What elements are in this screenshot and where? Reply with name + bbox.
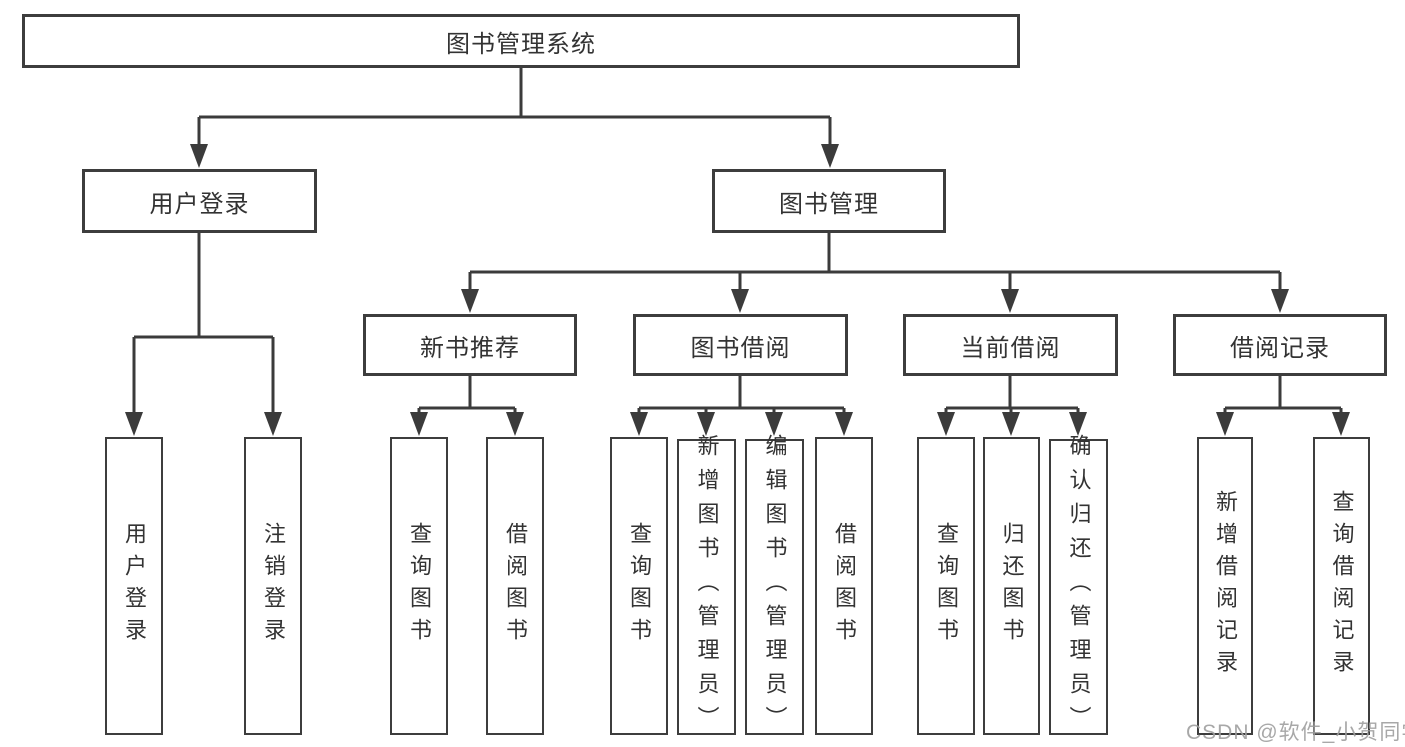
node-root-library-system: 图书管理系统 (22, 14, 1020, 68)
csdn-watermark: CSDN @软件_小贺同学 (1186, 721, 1405, 744)
leaf-user-login: 用户登录 (105, 437, 163, 735)
leaf-add-books-admin: 新增图书（管理员） (677, 434, 736, 740)
node-book-management: 图书管理 (712, 169, 946, 233)
leaf-confirm-return-admin: 确认归还（管理员） (1049, 434, 1108, 740)
leaf-borrow-books-borrowing: 借阅图书 (815, 437, 873, 735)
node-current-borrowing: 当前借阅 (903, 314, 1118, 376)
node-book-borrowing: 图书借阅 (633, 314, 848, 376)
node-new-book-recommend: 新书推荐 (363, 314, 577, 376)
leaf-query-books-recommend: 查询图书 (390, 437, 448, 735)
leaf-return-books: 归还图书 (983, 437, 1040, 735)
leaf-logout: 注销登录 (244, 437, 302, 735)
leaf-query-books-borrowing: 查询图书 (610, 437, 668, 735)
leaf-edit-books-admin: 编辑图书（管理员） (745, 434, 804, 740)
leaf-borrow-books-recommend: 借阅图书 (486, 437, 544, 735)
leaf-query-books-current: 查询图书 (917, 437, 975, 735)
node-borrowing-records: 借阅记录 (1173, 314, 1387, 376)
node-user-login: 用户登录 (82, 169, 317, 233)
leaf-query-borrow-record: 查询借阅记录 (1313, 437, 1370, 735)
leaf-add-borrow-record: 新增借阅记录 (1197, 437, 1253, 735)
